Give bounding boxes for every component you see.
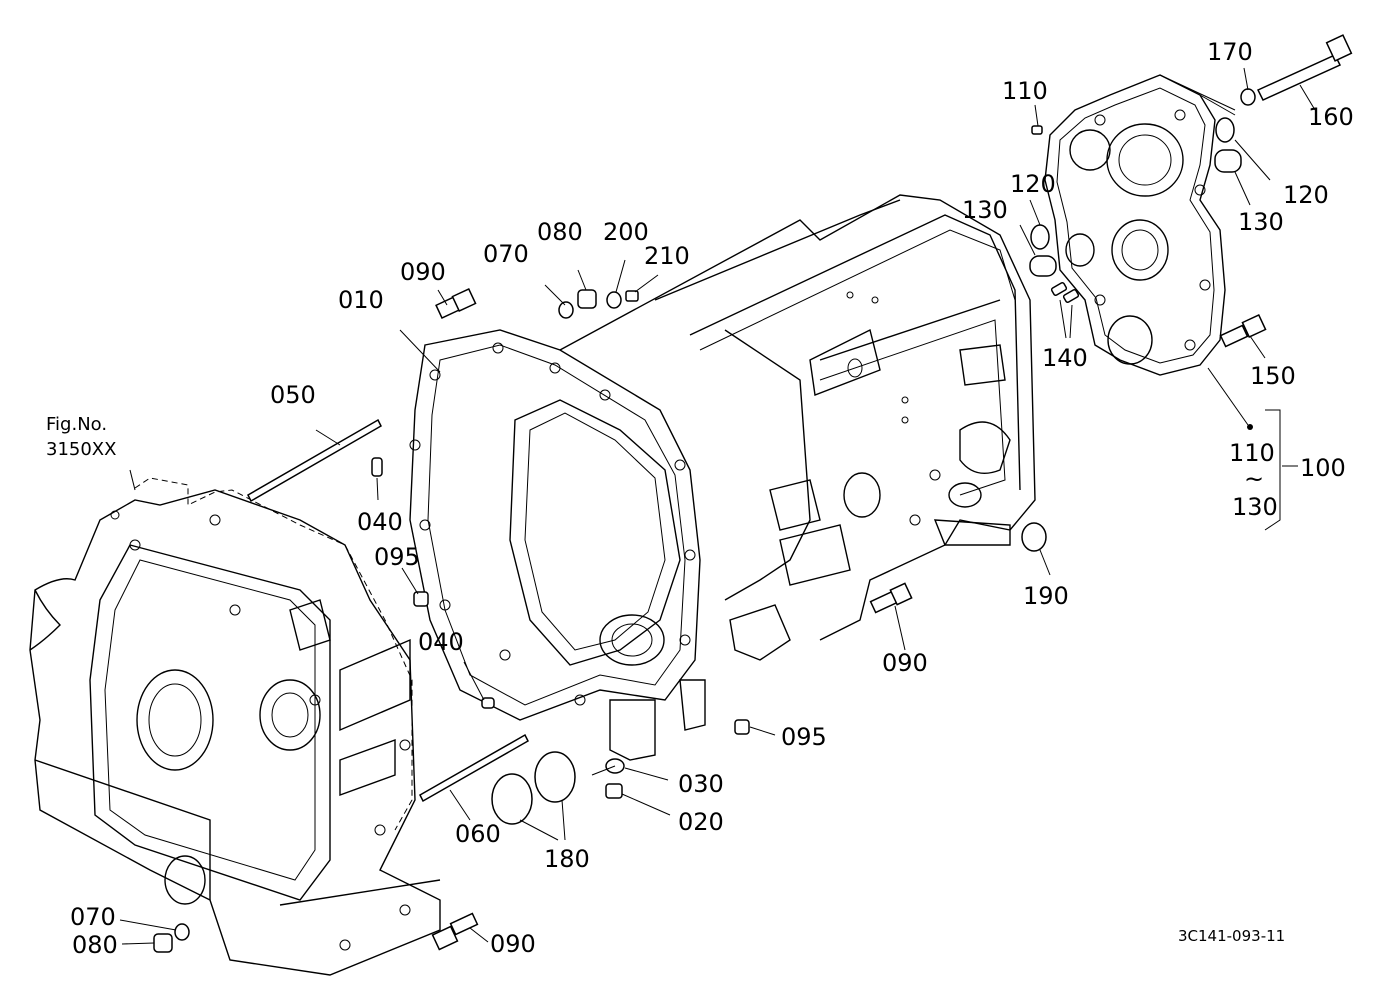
bolt-090b <box>869 582 913 614</box>
plug-190 <box>1021 522 1047 552</box>
label-040a: 040 <box>357 508 403 536</box>
transmission-case <box>409 194 1036 761</box>
nut-080a <box>577 289 597 309</box>
label-190: 190 <box>1023 582 1069 610</box>
document-code: 3C141-093-11 <box>1178 927 1285 945</box>
label-080a: 080 <box>537 218 583 246</box>
figure-ref-line2: 3150XX <box>46 439 116 460</box>
label-160: 160 <box>1308 103 1354 131</box>
bolt-160 <box>1256 34 1353 101</box>
label-090b: 090 <box>882 649 928 677</box>
label-030: 030 <box>678 770 724 798</box>
seal-120a <box>1030 224 1050 250</box>
washer-070a <box>558 301 574 319</box>
plug-210 <box>625 290 639 302</box>
label-130a: 130 <box>962 196 1008 224</box>
bolt-095a <box>413 591 429 607</box>
bolt-090a <box>435 287 477 319</box>
cap-180b <box>534 751 576 803</box>
label-210: 210 <box>644 242 690 270</box>
leader-lines <box>119 67 1316 945</box>
plug-020 <box>605 783 623 799</box>
pin-140a <box>1050 282 1068 296</box>
label-110a: 110 <box>1002 77 1048 105</box>
washer-170 <box>1240 88 1256 106</box>
label-010: 010 <box>338 286 384 314</box>
bolt-090c <box>431 912 479 951</box>
range-marker: ~ <box>1244 465 1264 493</box>
stud-060 <box>419 733 529 803</box>
dowel-pin-040b <box>481 697 495 709</box>
label-140: 140 <box>1042 344 1088 372</box>
stud-050 <box>247 418 382 503</box>
label-120b: 120 <box>1283 181 1329 209</box>
figure-ref-line1: Fig.No. <box>46 414 107 435</box>
label-090c: 090 <box>490 930 536 958</box>
label-095b: 095 <box>781 723 827 751</box>
label-080b: 080 <box>72 931 118 959</box>
bushing-130b <box>1214 149 1242 173</box>
bushing-130a <box>1029 255 1057 277</box>
nut-080b <box>153 933 173 953</box>
cap-180a <box>491 773 533 825</box>
rear-cover <box>1044 74 1236 376</box>
label-110b: 110 <box>1229 439 1275 467</box>
label-020: 020 <box>678 808 724 836</box>
bolt-150 <box>1219 313 1267 348</box>
label-150: 150 <box>1250 362 1296 390</box>
label-130c: 130 <box>1232 493 1278 521</box>
label-100: 100 <box>1300 454 1346 482</box>
label-170: 170 <box>1207 38 1253 66</box>
left-housing <box>29 477 441 976</box>
label-070a: 070 <box>483 240 529 268</box>
washer-070b <box>174 923 190 941</box>
pin-140b <box>1062 289 1080 303</box>
dowel-pin-040a <box>371 457 383 477</box>
label-180: 180 <box>544 845 590 873</box>
label-040b: 040 <box>418 628 464 656</box>
label-070b: 070 <box>70 903 116 931</box>
label-050: 050 <box>270 381 316 409</box>
o-ring-200 <box>606 291 622 309</box>
bolt-095b <box>734 719 750 735</box>
label-130b: 130 <box>1238 208 1284 236</box>
label-200: 200 <box>603 218 649 246</box>
callout-labels: Fig.No. 3150XX 010 020 030 040 040 050 0… <box>46 38 1354 959</box>
label-090a: 090 <box>400 258 446 286</box>
label-060: 060 <box>455 820 501 848</box>
label-095a: 095 <box>374 543 420 571</box>
seal-120b <box>1215 117 1235 143</box>
dowel-110 <box>1031 125 1043 135</box>
small-parts <box>153 34 1353 953</box>
label-120a: 120 <box>1010 170 1056 198</box>
